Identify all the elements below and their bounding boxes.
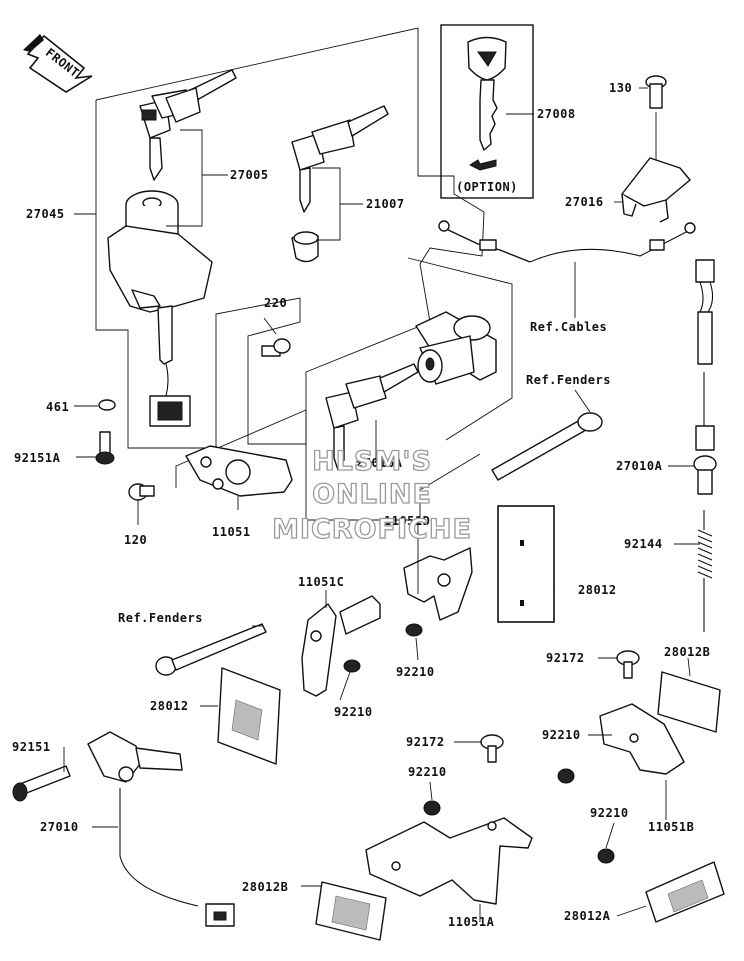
callout-27016a: 27016A: [356, 456, 403, 470]
callout-130: 130: [609, 81, 632, 95]
callout-28012a: 28012A: [564, 909, 611, 923]
callout-220: 220: [264, 296, 287, 310]
option-key-icon: [467, 36, 507, 171]
group-outline-11051: [175, 409, 481, 521]
callout-92210-e: 92210: [590, 806, 629, 820]
fender-bolt-left-icon: [155, 623, 267, 676]
watermark-line-3: MICROFICHE: [272, 514, 472, 545]
nut-92210-a-icon: [405, 623, 423, 637]
reflector-28012a-icon: [645, 861, 725, 923]
cable-icon: [438, 220, 696, 263]
bracket-27016-icon: [621, 157, 691, 223]
callout-92172-b: 92172: [406, 735, 445, 749]
callout-92144: 92144: [624, 537, 663, 551]
callout-11051: 11051: [212, 525, 251, 539]
callout-28012b-bottom: 28012B: [242, 880, 288, 894]
spring-92144-icon: [697, 510, 713, 632]
plate-hole-1: [520, 540, 524, 546]
ignition-keys-icon: [139, 69, 237, 181]
nut-92210-e-icon: [597, 848, 615, 864]
callout-92210-a: 92210: [396, 665, 435, 679]
callout-92172-a: 92172: [546, 651, 585, 665]
callout-120: 120: [124, 533, 147, 547]
screw-92172-a-icon: [616, 650, 640, 679]
callout-labels: 27005 21007 27008 130 27016 27045 Ref.Ca…: [12, 81, 710, 929]
callout-27016: 27016: [565, 195, 604, 209]
callout-ref-fenders-left: Ref.Fenders: [118, 611, 203, 625]
callout-27010a: 27010A: [616, 459, 663, 473]
watermark-line-1: HLSM'S: [312, 446, 432, 477]
callout-92210-d: 92210: [408, 765, 447, 779]
callout-28012-left: 28012: [150, 699, 189, 713]
bolt-220-icon: [261, 338, 291, 357]
callout-461: 461: [46, 400, 69, 414]
spare-key-icon: [291, 105, 389, 263]
callout-92151: 92151: [12, 740, 51, 754]
reflector-28012-left-icon: [217, 667, 281, 765]
screw-92151a-icon: [95, 431, 115, 465]
bolt-130-icon: [645, 75, 667, 109]
fender-bolt-top-icon: [491, 412, 603, 481]
reflector-plate-right: [497, 505, 555, 623]
reflector-28012b-bottom-icon: [315, 881, 387, 941]
nut-92210-d-icon: [557, 768, 575, 784]
bracket-11051c-icon: [301, 595, 381, 697]
callout-27005: 27005: [230, 168, 269, 182]
group-outline-11051d: [407, 257, 513, 441]
lock-keys-icon: [325, 363, 419, 471]
helmet-lock-icon: [415, 311, 497, 385]
callout-ref-cables: Ref.Cables: [530, 320, 607, 334]
switch-27010-icon: [87, 731, 235, 927]
screw-92172-b-icon: [480, 734, 504, 763]
nut-92210-c-icon: [423, 800, 441, 816]
plate-hole-2: [520, 600, 524, 606]
callout-92210-b: 92210: [334, 705, 373, 719]
watermark: HLSM'S ONLINE MICROFICHE: [271, 445, 472, 545]
bolt-120-icon: [128, 483, 155, 501]
callout-27008: 27008: [537, 107, 576, 121]
callout-11051c: 11051C: [298, 575, 344, 589]
callout-21007: 21007: [366, 197, 405, 211]
watermark-line-2: ONLINE: [312, 479, 432, 510]
front-arrow-icon: [23, 34, 93, 93]
group-outline-27045: [95, 27, 485, 449]
callout-27010: 27010: [40, 820, 79, 834]
option-box: [440, 24, 534, 199]
option-label: (OPTION): [456, 180, 518, 194]
callout-27045: 27045: [26, 207, 65, 221]
reflector-28012b-top-icon: [657, 671, 721, 733]
callout-92210-c: 92210: [542, 728, 581, 742]
callout-11051a: 11051A: [448, 915, 495, 929]
bolt-92151-icon: [12, 765, 71, 802]
nut-92210-b-icon: [343, 659, 361, 673]
callout-ref-fenders-top: Ref.Fenders: [526, 373, 611, 387]
bracket-11051-icon: [185, 445, 293, 497]
callout-11051b: 11051B: [648, 820, 694, 834]
leader-lines: [63, 87, 700, 922]
switch-27010a-icon: [693, 259, 717, 495]
washer-461-icon: [98, 399, 116, 411]
bracket-11051a-icon: [365, 817, 533, 905]
callout-92151a: 92151A: [14, 451, 61, 465]
callout-28012b-top: 28012B: [664, 645, 710, 659]
callout-28012-right: 28012: [578, 583, 617, 597]
ignition-switch-icon: [107, 190, 213, 427]
callout-11051d: 11051D: [384, 514, 430, 528]
